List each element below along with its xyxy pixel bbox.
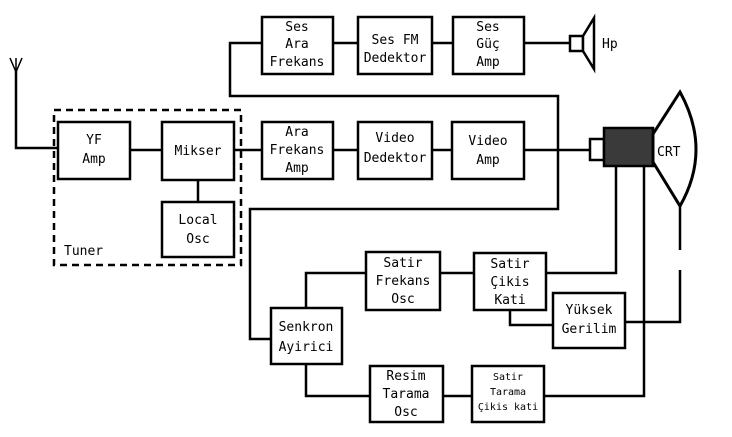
- resim-tarama-osc-box: [368, 364, 445, 424]
- video-amp-block: Video Amp: [468, 134, 507, 168]
- local-osc-box: [160, 200, 236, 259]
- svg-text:Amp: Amp: [476, 55, 500, 70]
- antenna-icon: [9, 57, 23, 74]
- svg-text:Ara: Ara: [285, 37, 308, 52]
- svg-text:Osc: Osc: [186, 232, 209, 247]
- yf-amp-box: [56, 120, 132, 181]
- svg-text:Satir: Satir: [493, 372, 523, 383]
- speaker-icon: [568, 13, 596, 74]
- mikser-block: Mikser: [175, 144, 222, 159]
- svg-text:Ses: Ses: [285, 20, 308, 35]
- ara-frekans-amp-box: [260, 120, 335, 181]
- ses-fm-dedektor-box: [356, 15, 434, 76]
- svg-text:Kati: Kati: [494, 293, 525, 308]
- senkron-ayirici-box: [269, 306, 344, 366]
- svg-text:Video: Video: [375, 131, 414, 146]
- svg-text:Ses: Ses: [476, 20, 499, 35]
- svg-text:Dedektor: Dedektor: [364, 151, 427, 166]
- svg-text:YF: YF: [86, 133, 102, 148]
- svg-text:Osc: Osc: [391, 292, 414, 307]
- svg-text:Çikis kati: Çikis kati: [478, 402, 538, 413]
- tuner-frame: [52, 108, 243, 267]
- svg-text:Güç: Güç: [476, 37, 499, 52]
- yuksek-gerilim-box: [551, 291, 627, 350]
- ses-guc-amp-block: Ses Güç Amp: [476, 20, 500, 70]
- svg-text:Gerilim: Gerilim: [562, 322, 617, 337]
- satir-frekans-osc-block: Satir Frekans Osc: [376, 256, 431, 307]
- svg-text:Amp: Amp: [82, 152, 106, 167]
- svg-text:Amp: Amp: [285, 161, 309, 176]
- tuner-label: Tuner: [64, 244, 103, 259]
- ses-ara-frekans-block: Ses Ara Frekans: [270, 20, 325, 70]
- local-osc-block: Local Osc: [178, 213, 217, 247]
- svg-text:Osc: Osc: [394, 405, 417, 420]
- yuksek-gerilim-block: Yüksek Gerilim: [562, 303, 617, 337]
- crt-icon: [588, 89, 698, 209]
- satir-cikis-kati-box: [472, 251, 548, 312]
- video-dedektor-block: Video Dedektor: [364, 131, 427, 166]
- svg-text:Satir: Satir: [490, 257, 529, 272]
- svg-text:Yüksek: Yüksek: [566, 303, 613, 318]
- svg-text:Ayirici: Ayirici: [279, 340, 334, 355]
- resim-tarama-osc-block: Resim Tarama Osc: [383, 369, 430, 420]
- ses-fm-dedektor-block: Ses FM Dedektor: [364, 33, 427, 66]
- svg-text:Video: Video: [468, 134, 507, 149]
- yf-amp-block: YF Amp: [82, 133, 106, 167]
- satir-frekans-osc-box: [364, 250, 442, 312]
- ses-guc-amp-box: [451, 15, 526, 76]
- video-amp-box: [450, 120, 526, 181]
- svg-text:Ses FM: Ses FM: [372, 33, 419, 48]
- satir-tarama-cikis-kati-box: [470, 364, 546, 424]
- svg-text:Dedektor: Dedektor: [364, 51, 427, 66]
- svg-text:Frekans: Frekans: [270, 55, 325, 70]
- svg-text:Tarama: Tarama: [383, 387, 430, 402]
- svg-text:Tarama: Tarama: [490, 387, 526, 398]
- ara-frekans-amp-block: Ara Frekans Amp: [270, 125, 325, 176]
- svg-text:Resim: Resim: [386, 369, 425, 384]
- satir-tarama-cikis-kati-block: Satir Tarama Çikis kati: [478, 372, 538, 413]
- svg-text:Çikis: Çikis: [490, 275, 529, 290]
- svg-text:Ara: Ara: [285, 125, 308, 140]
- senkron-ayirici-block: Senkron Ayirici: [279, 320, 334, 355]
- svg-text:Amp: Amp: [476, 153, 500, 168]
- signal-wires: [14, 41, 682, 398]
- video-dedektor-box: [356, 120, 434, 181]
- svg-text:Satir: Satir: [383, 256, 422, 271]
- svg-text:Senkron: Senkron: [279, 320, 334, 335]
- satir-cikis-kati-block: Satir Çikis Kati: [490, 257, 529, 308]
- svg-text:Local: Local: [178, 213, 217, 228]
- svg-text:Frekans: Frekans: [376, 274, 431, 289]
- speaker-label: Hp: [602, 37, 618, 52]
- svg-text:Mikser: Mikser: [175, 144, 222, 159]
- ses-ara-frekans-box: [260, 15, 335, 76]
- mikser-box: [160, 120, 236, 182]
- crt-label: CRT: [657, 145, 681, 160]
- svg-text:Frekans: Frekans: [270, 143, 325, 158]
